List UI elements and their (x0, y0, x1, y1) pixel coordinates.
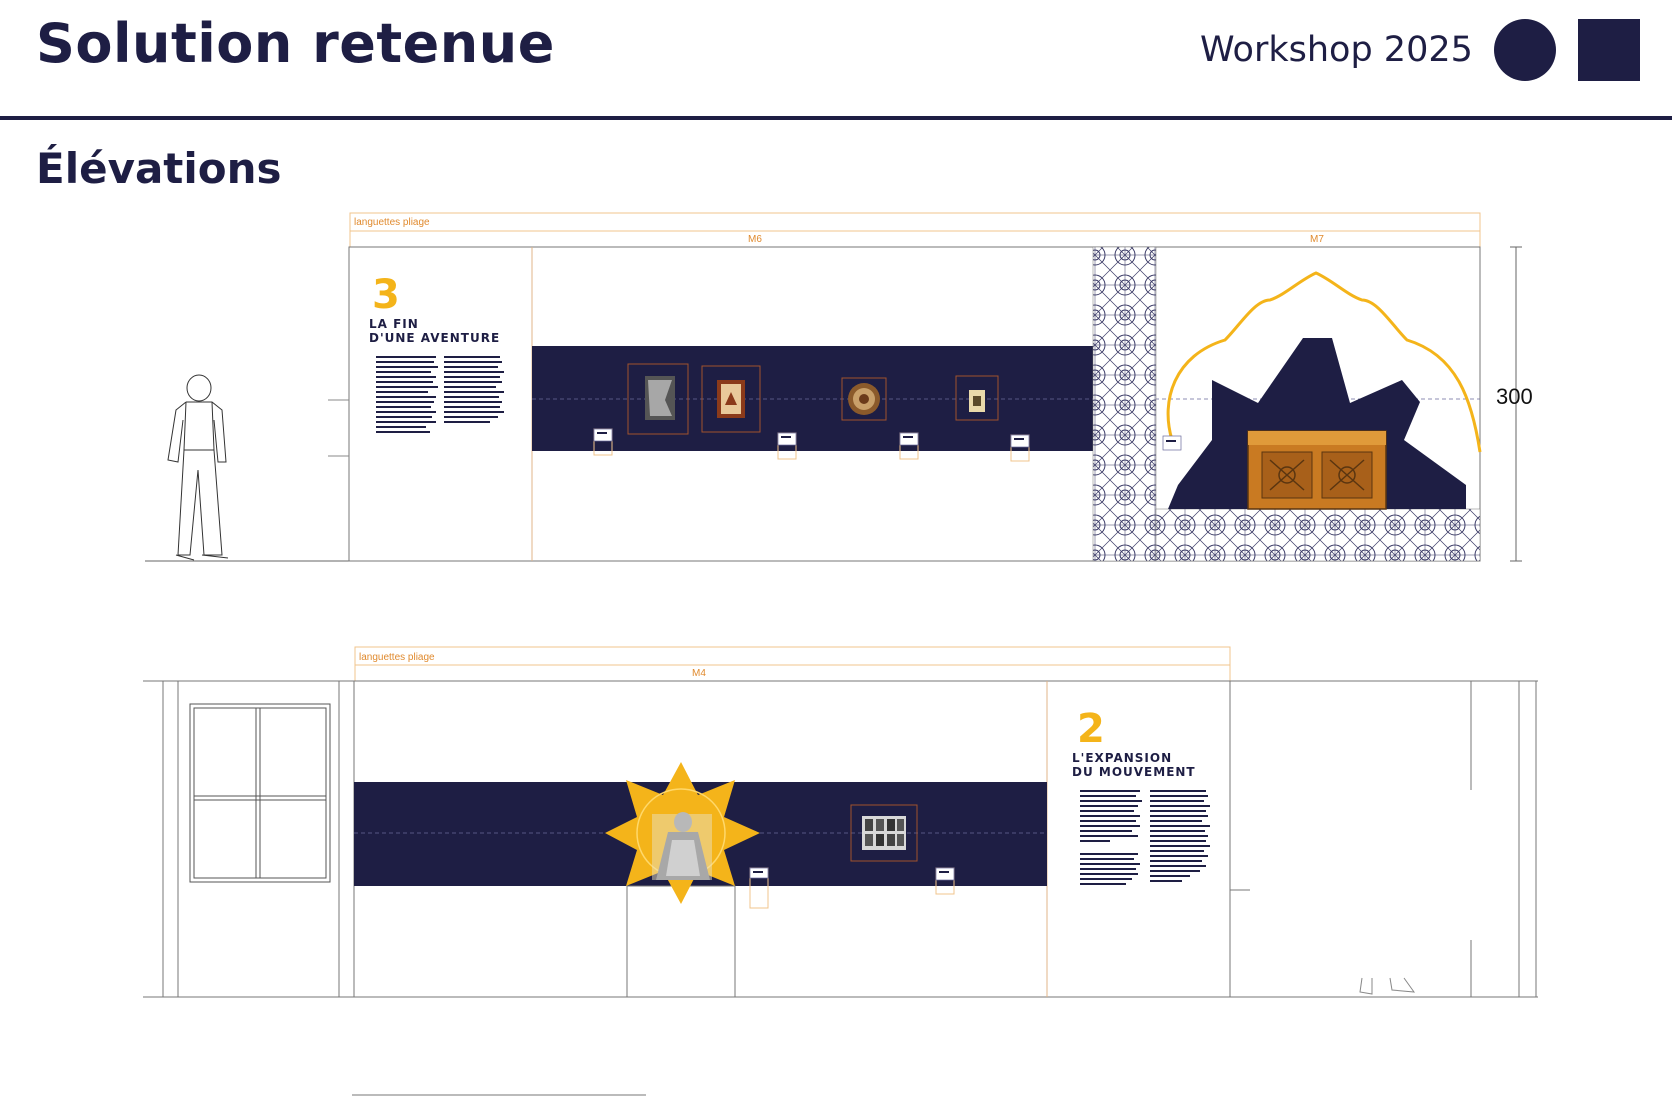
logo-square (1578, 19, 1640, 81)
label-card (1162, 435, 1182, 451)
human-figure (167, 374, 229, 561)
panel-number: 3 (372, 272, 400, 318)
wall-outline (348, 246, 1481, 562)
panel-heading-line2: D'UNE AVENTURE (369, 331, 500, 345)
statue (652, 812, 712, 880)
label-card (749, 867, 769, 909)
header-divider (0, 116, 1672, 120)
artwork-frame (627, 363, 689, 435)
artwork-frame (850, 804, 918, 862)
label-card (935, 867, 955, 895)
cutout-mask (1390, 790, 1476, 940)
panel-number: 2 (1077, 706, 1105, 752)
height-dimension-label: 300 (1496, 384, 1533, 409)
module-guide (354, 664, 1231, 682)
elevation-bottom: languettes pliage M4 (143, 646, 1538, 1096)
panel-body-text (1080, 790, 1210, 885)
label-card (593, 428, 613, 456)
navy-band (532, 346, 1093, 451)
label-card (777, 432, 797, 460)
panel-body-text (376, 356, 504, 433)
page-title: Solution retenue (36, 12, 555, 75)
door (189, 703, 331, 883)
tab-guide (349, 212, 1481, 232)
module-label-m4: M4 (692, 668, 706, 679)
tab-label: languettes pliage (359, 652, 435, 663)
panel-heading-line1: LA FIN (369, 317, 419, 331)
module-label-m7: M7 (1310, 234, 1324, 245)
carved-chest (1247, 430, 1387, 510)
patterned-column (1092, 246, 1157, 562)
tab-label: languettes pliage (354, 217, 430, 228)
label-card (1010, 434, 1030, 462)
label-card (899, 432, 919, 460)
logo-circle (1494, 19, 1556, 81)
artwork-frame (701, 365, 761, 433)
panel-heading-line1: L'EXPANSION (1072, 751, 1172, 765)
panel-heading-line2: DU MOUVEMENT (1072, 765, 1196, 779)
artwork-frame (841, 377, 887, 421)
elevation-top: languettes pliage M6 M7 3 LA FIN D'UNE A… (145, 212, 1533, 562)
workshop-label: Workshop 2025 (1200, 30, 1473, 70)
tab-guide (354, 646, 1231, 666)
arch-outline (1166, 271, 1482, 453)
human-figure-feet (1359, 977, 1416, 995)
patterned-base (1155, 508, 1481, 562)
module-label-m6: M6 (748, 234, 762, 245)
artwork-frame (955, 375, 999, 421)
section-title: Élévations (36, 144, 282, 193)
sunburst-shape (1168, 338, 1466, 509)
